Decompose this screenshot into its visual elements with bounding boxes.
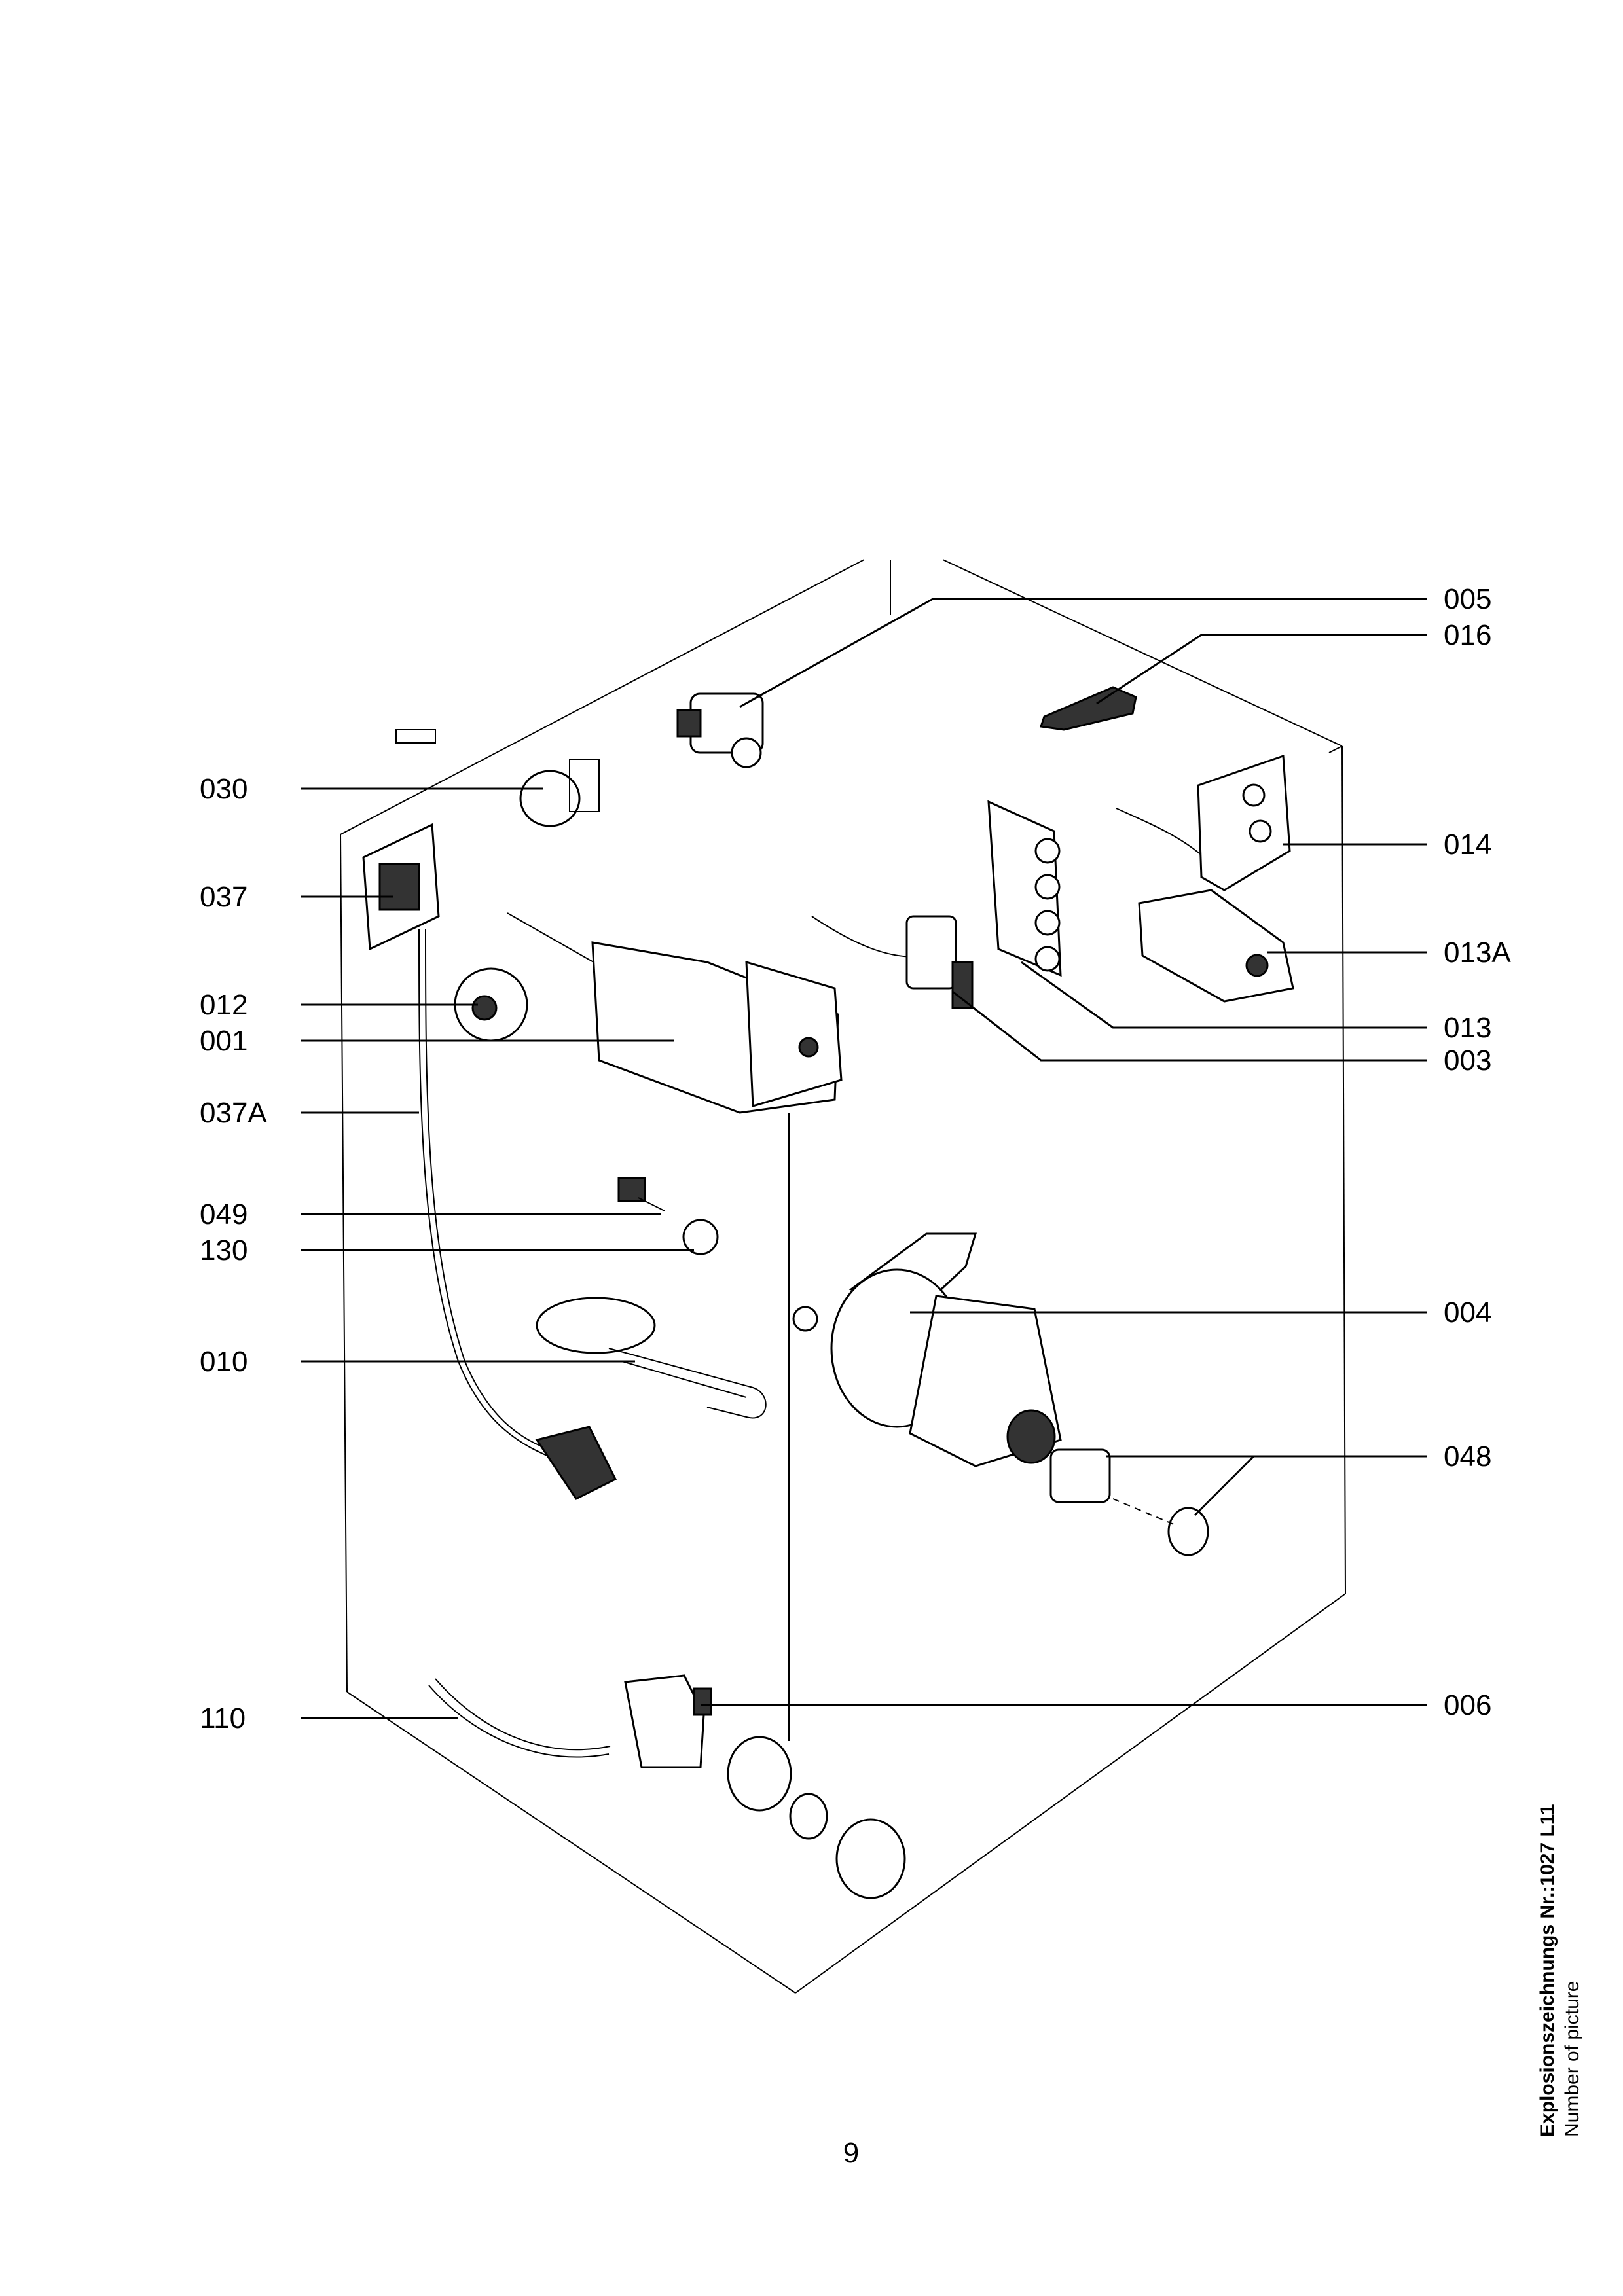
picture-number-caption: Explosionszeichnungs Nr.:1027 L11 Number…: [1535, 1797, 1594, 2137]
cabinet-outline: [340, 559, 1346, 1994]
callout-012: 012: [200, 989, 247, 1021]
part-037-panel: [362, 729, 440, 951]
part-048-brush-kit: [1049, 1448, 1209, 1556]
part-013a-switch: [1138, 889, 1294, 1003]
part-003-wiring-switch: [811, 915, 974, 1009]
part-049-sensor: [617, 1177, 665, 1211]
callout-005: 005: [1444, 583, 1491, 615]
part-110-hose: [428, 1678, 611, 1758]
part-037a-cable: [418, 929, 617, 1500]
part-030-capacitor: [519, 759, 600, 827]
callout-049: 049: [200, 1198, 247, 1230]
callout-037a: 037A: [200, 1097, 267, 1129]
callout-110: 110: [200, 1702, 246, 1734]
caption-title: Explosionszeichnungs Nr.:1027 L11: [1537, 1804, 1558, 2137]
callout-003: 003: [1444, 1045, 1491, 1077]
callout-048: 048: [1444, 1441, 1491, 1473]
callout-037: 037: [200, 881, 247, 913]
leader-048: [1194, 1455, 1427, 1516]
callout-013a: 013A: [1444, 937, 1511, 969]
part-005-valve: [676, 692, 764, 768]
callout-004: 004: [1444, 1297, 1491, 1329]
callout-010: 010: [200, 1346, 247, 1378]
part-013-buttons: [987, 800, 1062, 977]
leader-013: [1021, 961, 1427, 1029]
part-130-thermostat: [682, 1219, 719, 1255]
part-004-motor: [792, 1232, 1062, 1467]
caption-subtitle: Number of picture: [1561, 1981, 1583, 2137]
callout-labels: 005 016 030 014 037 013A 012 013 001 003…: [200, 583, 1511, 1734]
leader-003: [952, 990, 1427, 1062]
callout-016: 016: [1444, 619, 1491, 651]
callout-013: 013: [1444, 1012, 1491, 1044]
part-001-timer: [591, 941, 843, 1114]
callout-130: 130: [200, 1234, 247, 1266]
callout-030: 030: [200, 773, 247, 805]
callout-014: 014: [1444, 829, 1491, 861]
callout-001: 001: [200, 1025, 247, 1057]
part-016-switch: [1040, 686, 1137, 731]
callout-006: 006: [1444, 1689, 1491, 1721]
part-014-module: [1116, 754, 1291, 891]
leader-016: [1096, 634, 1427, 705]
page-number: 9: [843, 2137, 860, 2169]
part-006-pump: [624, 1674, 906, 1899]
part-010-heater: [536, 1297, 767, 1419]
leader-lines: [301, 598, 1427, 1719]
leader-005: [739, 598, 1427, 708]
